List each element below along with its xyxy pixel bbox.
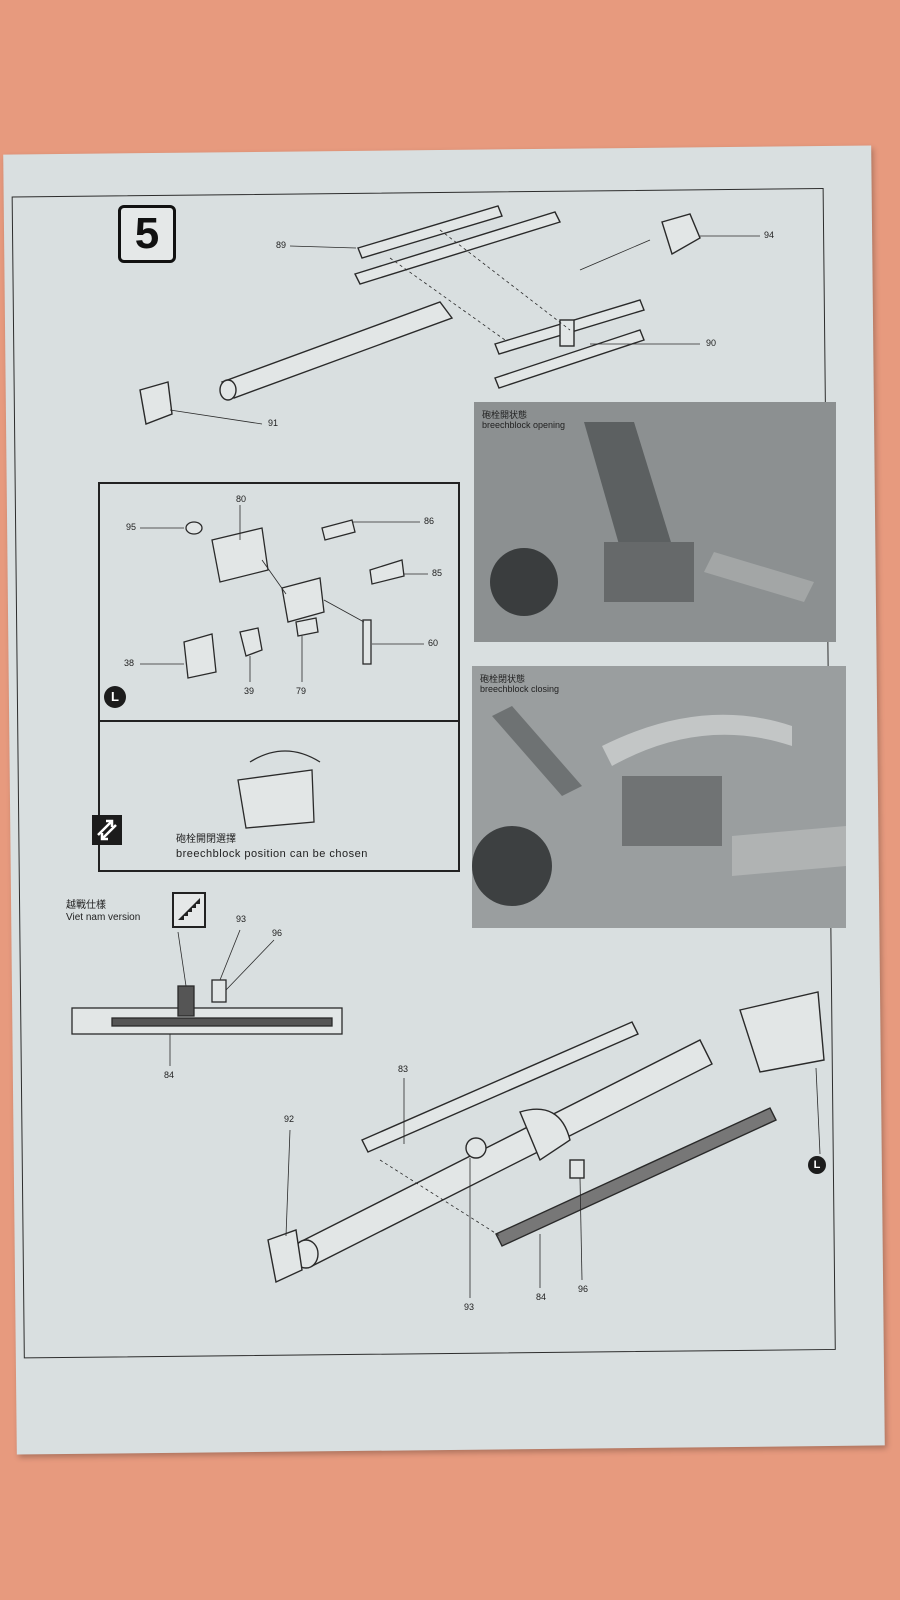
rail-89-upper (357, 205, 503, 259)
part-60 (362, 619, 372, 665)
photo-open-caption-cn: 砲栓開状態 (482, 410, 528, 420)
bottom-part-93 (465, 1137, 487, 1159)
bottom-rail-83 (361, 1021, 639, 1153)
part-91 (139, 381, 173, 425)
viet-callout-93: 93 (236, 914, 247, 924)
photo-breechblock-closing: 砲栓閉状態 breechblock closing (472, 666, 846, 928)
part-94 (661, 213, 701, 256)
photo-open-caption-en: breechblock opening (482, 420, 566, 430)
part-38 (183, 633, 217, 679)
callout-39: 39 (244, 686, 255, 696)
callout-90: 90 (706, 338, 717, 348)
callout-85: 85 (432, 568, 443, 578)
viet-bracket-93 (177, 985, 195, 1017)
part-39 (239, 627, 263, 657)
callout-38: 38 (124, 658, 135, 668)
callout-79: 79 (296, 686, 307, 696)
step-number: 5 (118, 205, 176, 263)
saw-cut-icon (172, 892, 206, 928)
part-79 (295, 617, 319, 637)
viet-version-cn: 越戰仕樣 (66, 900, 106, 911)
barrel-part (220, 301, 454, 399)
bottom-rail-84 (495, 1107, 777, 1247)
photo-breechblock-opening: 砲栓開状態 breechblock opening (474, 402, 836, 642)
recoil-cylinder (519, 1108, 571, 1162)
callout-91: 91 (268, 418, 279, 428)
bottom-callout-96: 96 (578, 1284, 589, 1294)
photo-closing-caption-en: breechblock closing (480, 684, 560, 694)
part-95 (185, 521, 203, 535)
bottom-callout-83: 83 (398, 1064, 409, 1074)
viet-clip-96 (211, 979, 227, 1003)
bottom-part-96 (569, 1159, 585, 1179)
part-85 (369, 559, 405, 585)
bottom-callout-92: 92 (284, 1114, 295, 1124)
bottom-callout-93: 93 (464, 1302, 475, 1312)
choice-caption-cn: 砲栓開閉選擇 (176, 834, 236, 845)
barrel-muzzle (219, 379, 237, 401)
part-80 (211, 527, 269, 583)
breech-assembly (739, 991, 825, 1073)
box-divider (100, 720, 458, 722)
marker-l-bottom: L (808, 1156, 826, 1174)
viet-callout-84: 84 (164, 1070, 175, 1080)
part-86 (321, 519, 356, 541)
callout-94: 94 (764, 230, 775, 240)
callout-89: 89 (276, 240, 287, 250)
callout-80: 80 (236, 494, 247, 504)
callout-60: 60 (428, 638, 439, 648)
viet-rail-84 (111, 1017, 333, 1027)
breech-choice-drawing (237, 769, 315, 829)
howitzer-photo-open (474, 402, 836, 642)
howitzer-photo-closing (472, 666, 846, 928)
rail-clamp (559, 319, 575, 347)
swap-choice-icon (92, 815, 122, 845)
bottom-callout-84: 84 (536, 1292, 547, 1302)
marker-l-box: L (104, 686, 126, 708)
callout-86: 86 (424, 516, 435, 526)
rail-90-lower (494, 329, 645, 389)
viet-version-en: Viet nam version (66, 912, 141, 923)
bottom-part-92 (267, 1229, 303, 1284)
breechblock-subassembly-box (98, 482, 460, 872)
swap-arrow (249, 750, 321, 763)
rail-89-lower (354, 211, 561, 285)
choice-caption-en: breechblock position can be chosen (176, 848, 368, 860)
callout-95: 95 (126, 522, 137, 532)
viet-callout-96: 96 (272, 928, 283, 938)
breech-body (281, 577, 325, 623)
photo-closing-caption-cn: 砲栓閉状態 (480, 674, 526, 684)
